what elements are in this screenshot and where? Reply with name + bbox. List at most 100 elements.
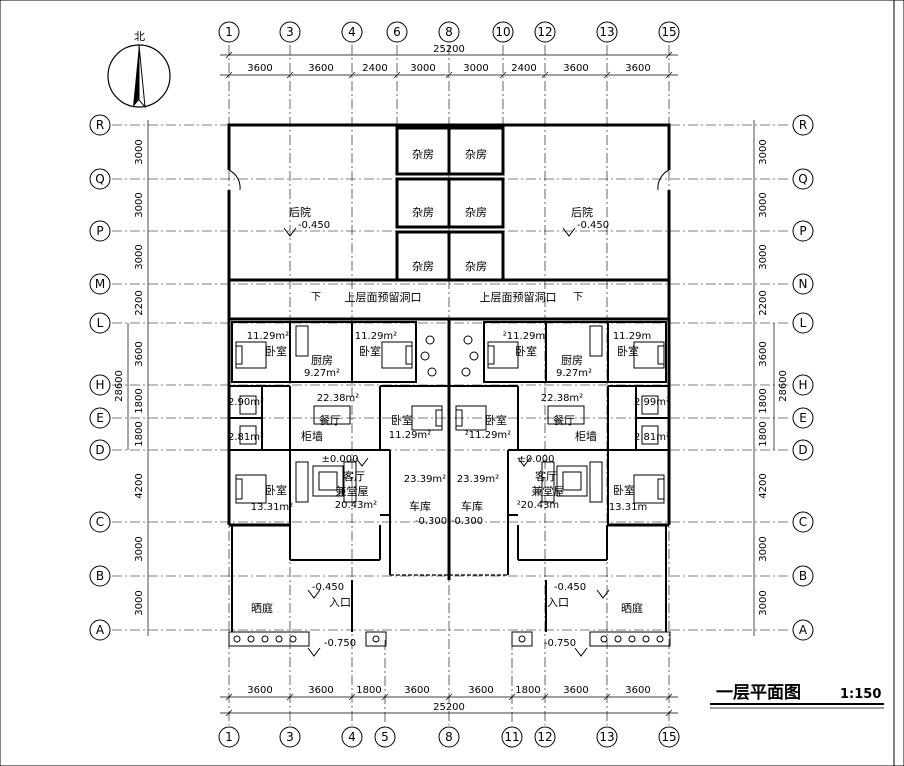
axis-label: D bbox=[798, 443, 807, 457]
garage-label: 车库 bbox=[409, 499, 431, 513]
axis-label: 12 bbox=[537, 25, 552, 39]
furniture-other bbox=[239, 325, 659, 503]
area-text: 2.81m² bbox=[228, 432, 264, 443]
total-height-right: 28600 bbox=[778, 370, 789, 402]
axis-label: H bbox=[95, 378, 104, 392]
axis-label: D bbox=[95, 443, 104, 457]
axis-label: Q bbox=[798, 172, 807, 186]
bedroom-label: 卧室 bbox=[515, 344, 537, 358]
axis-label: B bbox=[799, 569, 807, 583]
axis-label: Q bbox=[95, 172, 104, 186]
level-text: -0.300 bbox=[451, 516, 483, 527]
down-mark: 下 bbox=[573, 292, 583, 303]
dimension-text: 2200 bbox=[758, 290, 769, 315]
dimension-text: 3000 bbox=[758, 244, 769, 269]
axis-label: 6 bbox=[393, 25, 401, 39]
axis-label: P bbox=[799, 224, 806, 238]
dimension-text: 3600 bbox=[758, 341, 769, 366]
dimension-text: 3000 bbox=[134, 244, 145, 269]
dimension-text: 1800 bbox=[758, 388, 769, 413]
area-text: 11.29m² bbox=[355, 331, 397, 342]
axis-labels-left: R Q P M L H E D C B A bbox=[95, 118, 105, 637]
title-text: 一层平面图 bbox=[716, 683, 801, 703]
dimension-text: 3600 bbox=[563, 685, 588, 696]
dimension-text: 3600 bbox=[247, 63, 272, 74]
area-text: ²11.29m² bbox=[465, 430, 511, 441]
bedroom-label: 卧室 bbox=[391, 413, 413, 427]
roof-opening-label: 上层面预留洞口 bbox=[480, 291, 557, 304]
axis-bubbles-bottom bbox=[218, 726, 680, 748]
axis-label: 3 bbox=[286, 25, 294, 39]
furniture-beds bbox=[235, 341, 665, 504]
storage-label: 杂房 bbox=[465, 260, 487, 273]
dimension-text: 2200 bbox=[134, 290, 145, 315]
terrace-label: 晒庭 bbox=[621, 601, 643, 615]
axis-label: M bbox=[95, 277, 105, 291]
dimension-lines-top bbox=[220, 51, 678, 79]
area-text: ²11.29m bbox=[503, 331, 545, 342]
axis-label: 10 bbox=[495, 25, 510, 39]
dimension-text: 4200 bbox=[134, 473, 145, 498]
axis-label: A bbox=[799, 623, 808, 637]
area-text: 9.27m² bbox=[556, 368, 592, 379]
storage-label: 杂房 bbox=[465, 148, 487, 161]
axis-label: R bbox=[96, 118, 104, 132]
area-text: 11.29m² bbox=[389, 430, 431, 441]
dimension-text: 3000 bbox=[134, 139, 145, 164]
dimension-text: 3600 bbox=[404, 685, 429, 696]
dimension-text: 2400 bbox=[362, 63, 387, 74]
area-text: 13.31m bbox=[609, 502, 647, 513]
prayer-room-label: 兼堂屋 bbox=[532, 485, 565, 498]
axis-bubbles-top bbox=[218, 21, 680, 43]
area-text: 11.29m² bbox=[247, 331, 289, 342]
dimension-text: 3000 bbox=[758, 590, 769, 615]
level-text: -0.450 bbox=[577, 220, 609, 231]
dimension-text: 3600 bbox=[563, 63, 588, 74]
back-doors bbox=[228, 169, 670, 191]
room-labels: 杂房 杂房 杂房 杂房 杂房 杂房 后院 后院 -0.450 -0.450 上层… bbox=[228, 148, 670, 649]
level-text: -0.450 bbox=[298, 220, 330, 231]
level-text: ±0.000 bbox=[321, 454, 358, 465]
total-width-top: 25200 bbox=[433, 44, 465, 55]
dining-label: 餐厅 bbox=[553, 413, 575, 427]
dimension-text: 3000 bbox=[134, 192, 145, 217]
area-text: 2.90m² bbox=[228, 397, 264, 408]
area-text: 23.39m² bbox=[457, 474, 499, 485]
axis-label: A bbox=[96, 623, 105, 637]
dining-label: 餐厅 bbox=[319, 413, 341, 427]
dimension-texts-left: 3000 3000 3000 2200 3600 1800 1800 4200 … bbox=[114, 139, 145, 615]
dimension-text: 3000 bbox=[758, 536, 769, 561]
north-label: 北 bbox=[134, 30, 145, 43]
dimension-texts-bottom: 3600 3600 1800 3600 3600 1800 3600 3600 … bbox=[247, 685, 650, 713]
area-text: 2.99m² bbox=[634, 397, 670, 408]
roof-opening-label: 上层面预留洞口 bbox=[345, 291, 422, 304]
down-mark: 下 bbox=[311, 292, 321, 303]
dimension-text: 3000 bbox=[410, 63, 435, 74]
dimension-text: 3600 bbox=[468, 685, 493, 696]
dimension-text: 1800 bbox=[134, 388, 145, 413]
cabinet-wall-label: 柜墙 bbox=[301, 429, 323, 443]
backyard-label: 后院 bbox=[571, 205, 593, 219]
storage-label: 杂房 bbox=[465, 206, 487, 219]
area-text: 11.29m bbox=[613, 331, 651, 342]
axis-labels-top: 1 3 4 6 8 10 12 13 15 bbox=[225, 25, 676, 39]
dimension-text: 1800 bbox=[515, 685, 540, 696]
level-text: -0.450 bbox=[312, 582, 344, 593]
storage-label: 杂房 bbox=[412, 206, 434, 219]
axis-label: N bbox=[799, 277, 808, 291]
axis-label: 12 bbox=[537, 730, 552, 744]
dimension-text: 3600 bbox=[308, 63, 333, 74]
backyard-label: 后院 bbox=[289, 205, 311, 219]
prayer-room-label: 兼堂屋 bbox=[336, 485, 369, 498]
axis-label: 8 bbox=[445, 25, 453, 39]
front-planters bbox=[228, 631, 671, 647]
axis-label: E bbox=[799, 411, 807, 425]
cabinet-wall-label: 柜墙 bbox=[575, 429, 597, 443]
dimension-text: 3600 bbox=[625, 63, 650, 74]
axis-label: R bbox=[799, 118, 807, 132]
total-width-bottom: 25200 bbox=[433, 702, 465, 713]
bedroom-label: 卧室 bbox=[485, 413, 507, 427]
axis-label: 15 bbox=[661, 25, 676, 39]
